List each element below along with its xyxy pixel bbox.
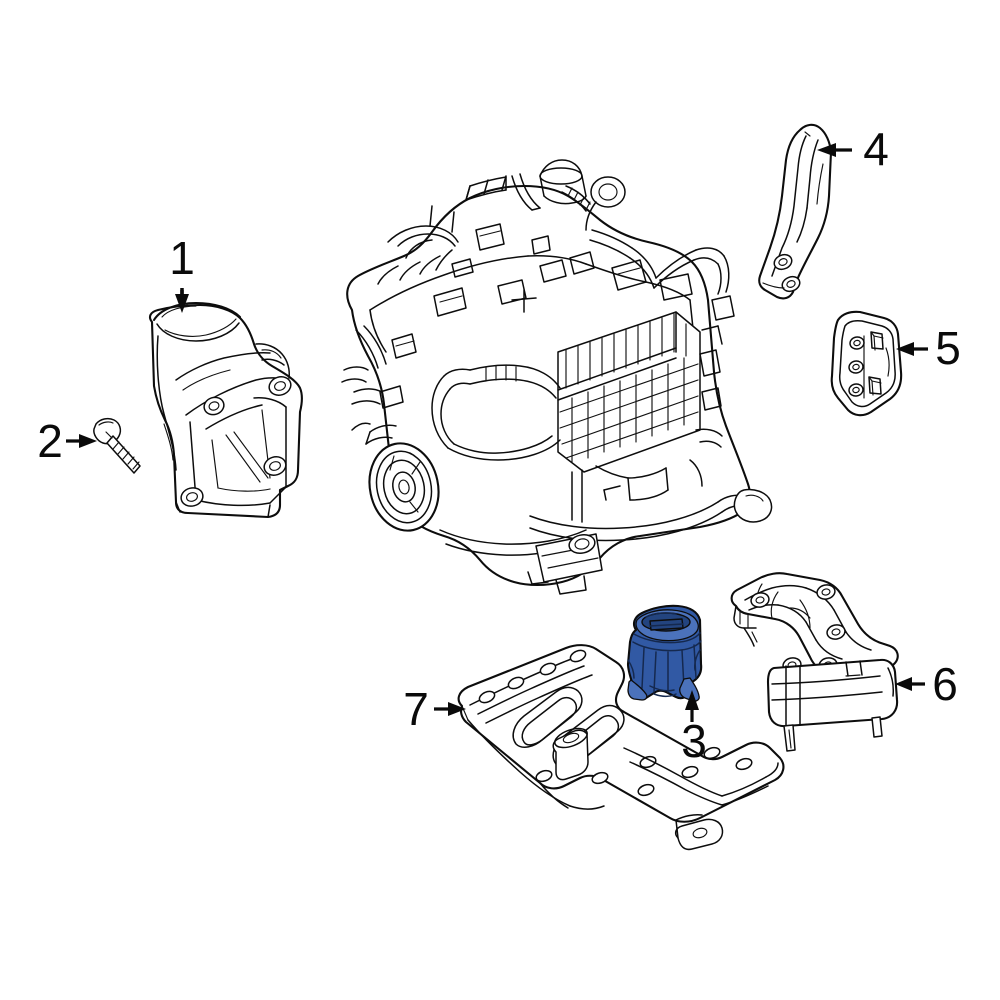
callout-2-number: 2 — [37, 415, 63, 467]
callout-6-arrowhead — [895, 677, 912, 691]
callout-7-arrowhead — [448, 702, 466, 716]
callout-7-number: 7 — [403, 683, 429, 735]
callout-6[interactable]: 6 — [895, 658, 958, 710]
callout-1[interactable]: 1 — [169, 232, 195, 313]
callout-4-arrowhead — [817, 143, 836, 157]
part-mount-heat-shield[interactable] — [830, 310, 903, 417]
part-transmission-mount[interactable] — [626, 604, 703, 702]
part-transmission-crossmember[interactable] — [457, 644, 785, 851]
callout-3-number: 3 — [681, 715, 707, 767]
part-transmission-mount-bracket[interactable] — [730, 572, 899, 752]
callout-1-arrowhead — [175, 294, 189, 313]
callout-6-number: 6 — [932, 658, 958, 710]
callout-3-arrowhead — [685, 690, 699, 710]
callout-4[interactable]: 4 — [817, 123, 889, 175]
callout-3[interactable]: 3 — [681, 690, 707, 767]
callout-2[interactable]: 2 — [37, 415, 97, 467]
callout-2-arrowhead — [79, 434, 97, 448]
part-mounting-bolt[interactable] — [93, 417, 141, 474]
callout-7[interactable]: 7 — [403, 683, 466, 735]
callout-4-number: 4 — [863, 123, 889, 175]
callout-5-number: 5 — [935, 322, 961, 374]
part-engine-assembly[interactable] — [341, 159, 773, 595]
callout-1-number: 1 — [169, 232, 195, 284]
part-engine-support-arm[interactable] — [758, 123, 833, 300]
part-engine-mount-bracket-left[interactable] — [148, 301, 303, 519]
callout-5[interactable]: 5 — [896, 322, 961, 374]
callout-5-arrowhead — [896, 342, 914, 356]
